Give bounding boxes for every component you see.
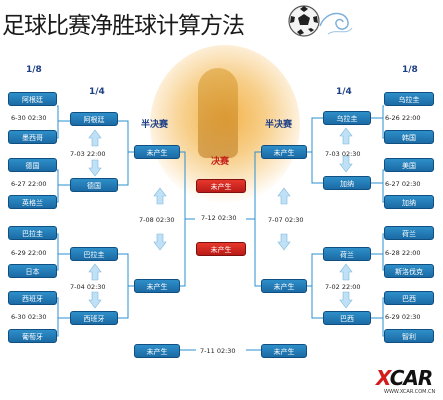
third-place-time: 7-11 02:30 xyxy=(200,347,236,355)
left-sf-team-1[interactable]: 未产生 xyxy=(134,145,180,159)
right-r16-time-2: 6-27 02:30 xyxy=(385,180,421,188)
xcar-logo-car: CAR xyxy=(389,366,434,390)
right-sf-team-2[interactable]: 未产生 xyxy=(261,279,307,293)
left-qf-time-2: 7-04 02:30 xyxy=(70,283,106,291)
round-label-semi-left: 半决赛 xyxy=(141,120,169,130)
right-qf-time-2: 7-02 22:00 xyxy=(325,283,361,291)
left-r16-team-1[interactable]: 阿根廷 xyxy=(8,92,57,106)
right-sf-team-1[interactable]: 未产生 xyxy=(261,145,307,159)
left-r16-team-7[interactable]: 西班牙 xyxy=(8,291,57,305)
left-r16-team-4[interactable]: 英格兰 xyxy=(8,195,57,209)
right-r16-team-1[interactable]: 乌拉圭 xyxy=(384,92,434,106)
right-qf-team-2[interactable]: 加纳 xyxy=(323,176,371,190)
final-team-2[interactable]: 未产生 xyxy=(196,242,246,256)
right-qf-time-1: 7-03 02:30 xyxy=(325,150,361,158)
round-label-r16-right: 1/8 xyxy=(402,65,418,75)
right-r16-team-6[interactable]: 斯洛伐克 xyxy=(384,264,434,278)
right-r16-team-5[interactable]: 荷兰 xyxy=(384,226,434,240)
third-place-team-1[interactable]: 未产生 xyxy=(134,344,180,358)
left-qf-team-3[interactable]: 巴拉圭 xyxy=(70,247,118,261)
left-qf-team-1[interactable]: 阿根廷 xyxy=(70,112,118,126)
trophy-icon xyxy=(198,68,238,158)
right-r16-time-3: 6-28 22:00 xyxy=(385,249,421,257)
right-sf-time: 7-07 02:30 xyxy=(268,216,304,224)
left-r16-team-3[interactable]: 德国 xyxy=(8,158,57,172)
right-r16-team-4[interactable]: 加纳 xyxy=(384,195,434,209)
right-qf-team-4[interactable]: 巴西 xyxy=(323,311,371,325)
xcar-logo-url: WWW.XCAR.COM.CN xyxy=(384,389,436,395)
right-r16-team-8[interactable]: 智利 xyxy=(384,329,434,343)
right-r16-team-3[interactable]: 美国 xyxy=(384,158,434,172)
final-team-1[interactable]: 未产生 xyxy=(196,179,246,193)
right-qf-team-3[interactable]: 荷兰 xyxy=(323,247,371,261)
left-qf-team-4[interactable]: 西班牙 xyxy=(70,311,118,325)
right-r16-time-4: 6-29 02:30 xyxy=(385,313,421,321)
left-r16-team-2[interactable]: 墨西哥 xyxy=(8,130,57,144)
third-place-team-2[interactable]: 未产生 xyxy=(261,344,307,358)
right-qf-team-1[interactable]: 乌拉圭 xyxy=(323,111,371,125)
soccer-ball-icon xyxy=(288,5,320,37)
right-r16-team-7[interactable]: 巴西 xyxy=(384,291,434,305)
left-qf-team-2[interactable]: 德国 xyxy=(70,178,118,192)
left-sf-team-2[interactable]: 未产生 xyxy=(134,279,180,293)
swirl-decoration-icon xyxy=(319,12,353,35)
round-label-qf-right: 1/4 xyxy=(336,87,352,97)
left-sf-time: 7-08 02:30 xyxy=(139,216,175,224)
left-r16-team-5[interactable]: 巴拉圭 xyxy=(8,226,57,240)
round-label-qf-left: 1/4 xyxy=(89,87,105,97)
left-r16-time-4: 6-30 02:30 xyxy=(11,313,47,321)
round-label-r16-left: 1/8 xyxy=(26,65,42,75)
round-label-final: 决赛 xyxy=(211,157,230,167)
left-r16-time-1: 6-30 02:30 xyxy=(11,114,47,122)
left-r16-time-2: 6-27 22:00 xyxy=(11,180,47,188)
right-r16-team-2[interactable]: 韩国 xyxy=(384,130,434,144)
xcar-logo: XCAR xyxy=(376,366,434,390)
xcar-logo-x: X xyxy=(376,366,391,390)
round-label-semi-right: 半决赛 xyxy=(265,120,293,130)
final-time: 7-12 02:30 xyxy=(201,214,237,222)
page-title: 足球比赛净胜球计算方法 xyxy=(2,13,245,39)
left-qf-time-1: 7-03 22:00 xyxy=(70,150,106,158)
right-r16-time-1: 6-26 22:00 xyxy=(385,114,421,122)
left-r16-time-3: 6-29 22:00 xyxy=(11,249,47,257)
left-r16-team-8[interactable]: 葡萄牙 xyxy=(8,329,57,343)
left-r16-team-6[interactable]: 日本 xyxy=(8,264,57,278)
